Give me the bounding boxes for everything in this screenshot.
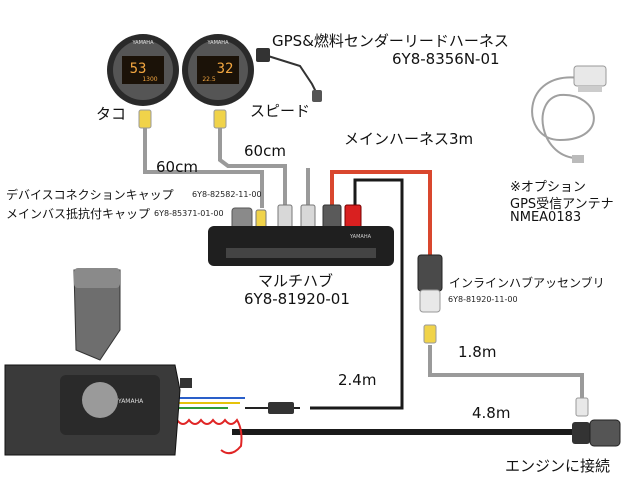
tach-lcd [122,56,164,84]
hub-terminator-connector [344,204,362,230]
hub-port-1-connector [277,204,293,230]
remote-hub [82,382,118,418]
tach-gauge: YAMAHA 53 1300 [107,34,179,106]
speed-plug [213,109,227,129]
nmea-label: NMEA0183 [510,210,582,225]
tach-cable [143,128,264,208]
tach-sub-readout: 1300 [142,76,157,83]
remote-lever-grip [74,268,120,288]
remote-control: YAMAHA [4,268,192,456]
tach-digits: 53 [130,61,147,77]
speed-brand: YAMAHA [206,40,229,46]
speed-label: スピード [250,102,311,120]
multi-hub-part-number: 6Y8-81920-01 [244,290,350,308]
gps-antenna-body [573,65,607,87]
multi-hub-body [208,226,394,266]
engine-connector-head [589,419,621,447]
speed-digits: 32 [217,61,234,77]
inline-hub-plug [423,324,437,344]
inline-hub-body [417,254,443,292]
tach-label: タコ [96,105,127,123]
inline-hub-label: インラインハブアッセンブリ [449,276,605,290]
inline-hub-part-number: 6Y8-81920-11-00 [448,295,518,304]
gps-harness-lead [267,55,319,97]
main-harness-label: メインハーネス3m [344,130,474,148]
speed-cable [218,128,287,208]
gps-harness-end [312,90,322,102]
hub-port-2-connector [300,204,316,230]
option-note: ※オプション [510,180,586,195]
engine-connector-body [572,422,590,444]
mainbus-cap-part-number: 6Y8-85371-01-00 [154,209,224,218]
inline-hub-cap [419,289,441,313]
main-harness-cable [330,170,432,255]
tach-brand: YAMAHA [131,40,154,46]
engine-connect-label: エンジンに接続 [505,457,611,475]
gps-fuel-harness-label: GPS&燃料センダーリードハーネス [272,32,509,50]
cable-60cm-label-b: 60cm [244,142,286,160]
hub-port-3-connector [322,204,342,230]
speed-lcd [197,56,239,84]
gps-antenna [572,65,607,163]
cable-1-8m [428,345,584,398]
mainbus-cap-label: メインバス抵抗付キャップ [6,207,151,221]
multi-hub-label: マルチハブ [258,272,334,290]
multi-hub: YAMAHA [208,226,394,266]
speed-sub-readout: 22.5 [202,76,216,83]
cable-1-8m-label: 1.8m [458,343,497,361]
engine-connector [572,419,621,447]
inline-fuse [268,402,294,414]
gps-antenna-label: GPS受信アンテナ [510,197,614,212]
cable-4-8m-label: 4.8m [472,404,511,422]
lanyard-coil [164,418,243,455]
speed-gauge: YAMAHA 32 22.5 [182,34,254,106]
gps-antenna-base [578,86,602,92]
black-cable [310,178,404,410]
gps-antenna-plug [572,155,584,163]
gps-antenna-cable [531,76,595,160]
device-cap-part-number: 6Y8-82582-11-00 [192,190,262,199]
multi-hub-ports [226,248,376,258]
gps-harness-connector [256,48,270,62]
cable-1-8m-plug [575,397,589,417]
device-cap-label: デバイスコネクションキャップ [6,188,174,202]
remote-switch [180,378,192,388]
tach-plug [138,109,152,129]
gps-fuel-harness-part-number: 6Y8-8356N-01 [392,50,500,68]
cable-60cm-label-a: 60cm [156,158,198,176]
remote-brand: YAMAHA [117,398,144,405]
cable-2-4m-label: 2.4m [338,371,377,389]
multi-hub-brand: YAMAHA [349,234,372,240]
